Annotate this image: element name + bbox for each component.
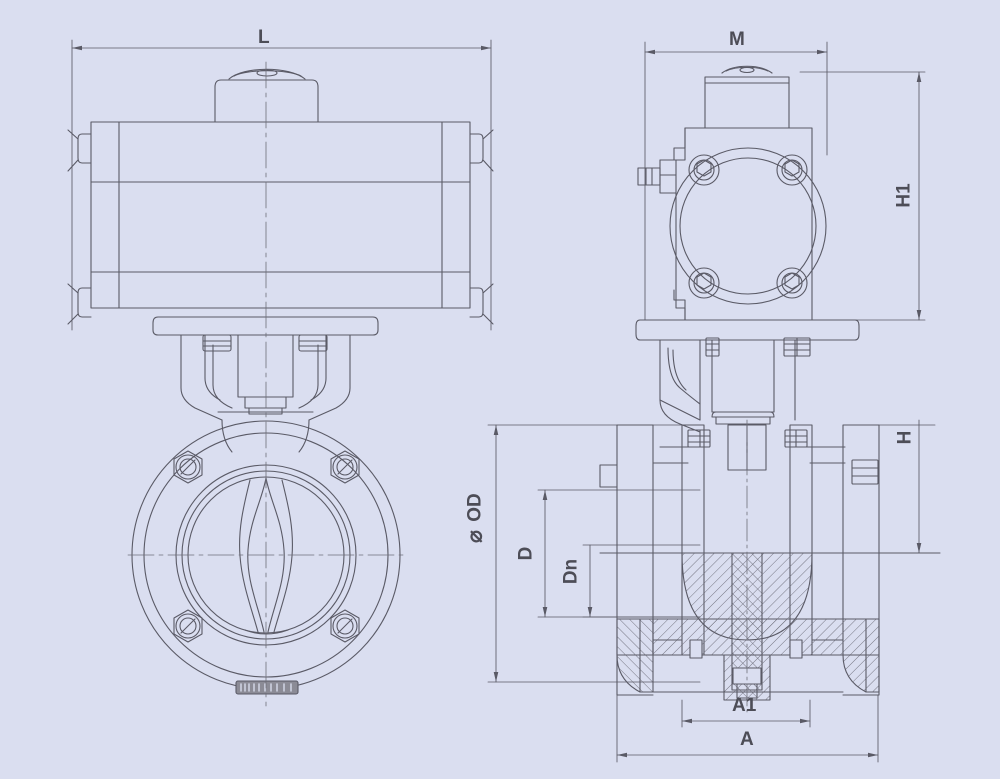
dimension-OD <box>487 424 701 683</box>
valve-nameplate <box>235 680 299 695</box>
socket-bolt <box>688 267 720 299</box>
hex-nut <box>705 337 720 357</box>
side-view-actuator <box>637 65 827 321</box>
hex-bolt-section <box>687 429 711 448</box>
dimension-H <box>878 419 936 554</box>
dimension-label-A: A <box>740 729 754 750</box>
socket-bolt <box>776 267 808 299</box>
hex-bolt-section <box>784 429 808 448</box>
hex-bolt <box>330 450 360 484</box>
dimension-label-OD: OD <box>464 493 486 522</box>
dimension-L <box>71 39 492 331</box>
socket-bolt <box>688 154 720 186</box>
dimension-A1 <box>681 699 811 728</box>
hex-bolt <box>330 609 360 643</box>
dimension-label-L: L <box>258 27 270 48</box>
diameter-symbol-icon: ⌀ <box>463 530 487 543</box>
hex-bolt <box>173 450 203 484</box>
dimension-label-H: H <box>894 430 916 445</box>
front-view-flange-bolts <box>173 450 360 643</box>
dimension-Dn <box>582 544 701 618</box>
front-view-actuator <box>67 68 494 325</box>
section-view-valve <box>599 424 941 701</box>
side-view-bracket <box>635 319 860 433</box>
hex-nut <box>783 337 811 357</box>
dimension-label-A1: A1 <box>732 695 757 716</box>
front-view-centrelines <box>127 61 407 707</box>
dimension-label-D: D <box>515 546 537 561</box>
dimension-label-OD-group: ⌀ OD <box>462 493 488 547</box>
dimension-A <box>616 694 879 763</box>
front-view-bracket <box>152 316 379 421</box>
hex-nut-right <box>851 459 879 485</box>
dimension-label-H1: H1 <box>893 183 915 208</box>
dimension-label-M: M <box>729 29 745 50</box>
socket-bolt <box>776 154 808 186</box>
dimension-label-Dn: Dn <box>560 558 582 585</box>
hex-bolt <box>173 609 203 643</box>
dimension-M <box>644 41 828 321</box>
